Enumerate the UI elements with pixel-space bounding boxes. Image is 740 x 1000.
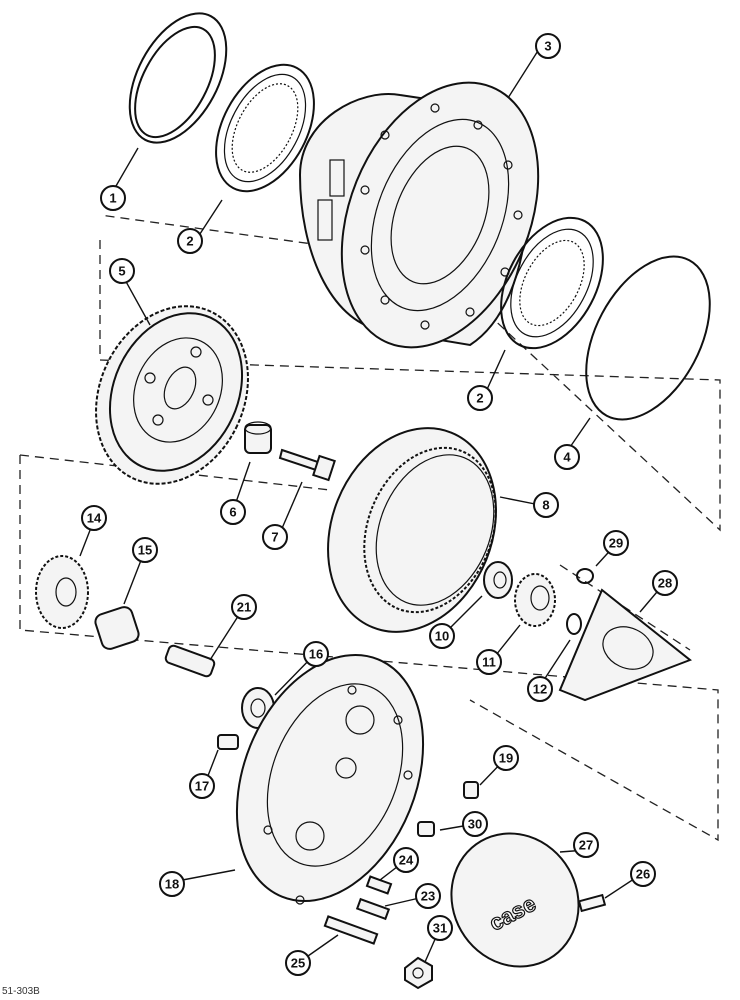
svg-text:2: 2 [186, 234, 193, 249]
callout-7: 7 [262, 524, 288, 550]
callout-31: 31 [427, 915, 453, 941]
part-8-ring-gear [327, 427, 497, 633]
callout-26: 26 [630, 861, 656, 887]
callout-25: 25 [285, 950, 311, 976]
callout-27: 27 [573, 832, 599, 858]
part-27-cover: case [450, 832, 580, 968]
svg-text:16: 16 [309, 647, 323, 662]
callout-11: 11 [476, 649, 502, 675]
svg-text:14: 14 [87, 511, 102, 526]
callout-6: 6 [220, 499, 246, 525]
callout-24: 24 [393, 847, 419, 873]
part-18-carrier [235, 654, 425, 905]
part-28-plate [558, 588, 692, 702]
svg-text:4: 4 [563, 450, 571, 465]
callout-3: 3 [535, 33, 561, 59]
part-2-bearing-lower [500, 216, 604, 350]
part-30-stud [417, 821, 435, 837]
part-26-screw [577, 893, 607, 913]
part-19-dowel [463, 781, 479, 799]
svg-text:1: 1 [109, 191, 116, 206]
svg-text:15: 15 [138, 543, 152, 558]
part-24-set-screw [365, 875, 393, 895]
callout-5: 5 [109, 258, 135, 284]
callout-2-upper: 2 [177, 228, 203, 254]
svg-text:24: 24 [399, 853, 414, 868]
part-6-bushing [244, 421, 272, 454]
svg-text:8: 8 [542, 498, 549, 513]
part-7-bolt [278, 448, 336, 482]
callout-30: 30 [462, 811, 488, 837]
callout-1: 1 [100, 185, 126, 211]
svg-text:18: 18 [165, 877, 179, 892]
svg-text:6: 6 [229, 505, 236, 520]
callout-8: 8 [533, 492, 559, 518]
callout-12: 12 [527, 676, 553, 702]
callout-29: 29 [603, 530, 629, 556]
callout-15: 15 [132, 537, 158, 563]
part-23-screw [355, 897, 391, 921]
part-29-clip [576, 568, 594, 584]
callout-18: 18 [159, 871, 185, 897]
callout-4: 4 [554, 444, 580, 470]
svg-text:17: 17 [195, 779, 209, 794]
svg-text:25: 25 [291, 956, 305, 971]
svg-text:23: 23 [421, 889, 435, 904]
callout-14: 14 [81, 505, 107, 531]
part-31-nut [404, 956, 433, 990]
svg-text:30: 30 [468, 817, 482, 832]
svg-text:3: 3 [544, 39, 551, 54]
svg-text:5: 5 [118, 264, 125, 279]
callout-21: 21 [231, 594, 257, 620]
svg-text:10: 10 [435, 629, 449, 644]
part-3-hub-housing [298, 81, 540, 349]
part-15-needle-bearing [94, 606, 140, 650]
svg-text:19: 19 [499, 751, 513, 766]
callout-23: 23 [415, 883, 441, 909]
svg-text:29: 29 [609, 536, 623, 551]
part-10-spacer [483, 561, 513, 599]
part-4-snap-ring [585, 255, 711, 421]
figure-code: 51-303B [2, 986, 40, 997]
svg-text:7: 7 [271, 530, 278, 545]
callout-2-lower: 2 [467, 385, 493, 411]
callout-16: 16 [303, 641, 329, 667]
part-1-seal [128, 12, 228, 144]
svg-text:31: 31 [433, 921, 447, 936]
callout-19: 19 [493, 745, 519, 771]
svg-text:26: 26 [636, 867, 650, 882]
part-12-washer [566, 613, 582, 635]
part-25-stud-bolt [323, 915, 379, 945]
part-21-pin [164, 644, 216, 678]
part-14-planet-gear [35, 555, 89, 629]
svg-text:2: 2 [476, 391, 483, 406]
callout-28: 28 [652, 570, 678, 596]
callout-10: 10 [429, 623, 455, 649]
callout-17: 17 [189, 773, 215, 799]
svg-text:12: 12 [533, 682, 547, 697]
part-11-pinion [514, 573, 556, 627]
svg-text:11: 11 [482, 655, 496, 670]
part-17-plug [217, 734, 239, 750]
svg-text:21: 21 [237, 600, 251, 615]
svg-text:27: 27 [579, 838, 593, 853]
svg-text:28: 28 [658, 576, 672, 591]
part-5-gear [95, 305, 249, 485]
